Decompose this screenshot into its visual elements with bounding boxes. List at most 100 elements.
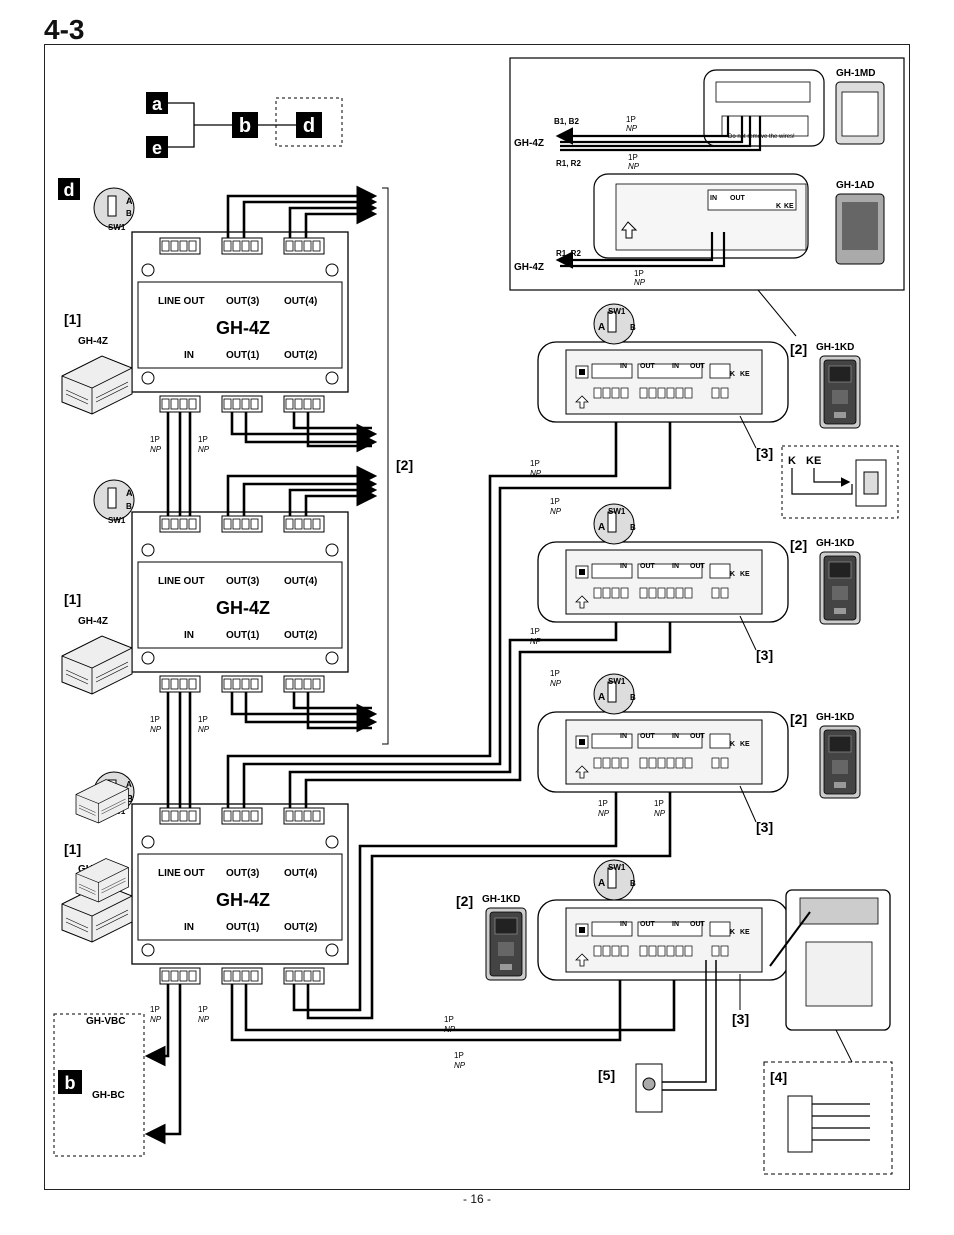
wire-1p: 1P (150, 715, 160, 724)
connector-detail-box (763, 1061, 893, 1175)
panel-out: OUT (690, 921, 706, 928)
wire-1p: 1P (454, 1051, 464, 1060)
wire-1p: 1P (198, 1005, 208, 1014)
panel-sw-b: B (630, 523, 636, 532)
master-out-label: OUT (730, 195, 746, 202)
master-in-label: IN (710, 195, 717, 202)
label-out2: OUT(2) (284, 630, 317, 641)
ke-label: KE (806, 455, 821, 467)
gh-1kd-label-4: GH-1KD (482, 894, 520, 905)
badge-d-label: d (303, 115, 315, 137)
wire-1p: 1P (550, 669, 560, 678)
label-in: IN (184, 350, 194, 361)
unit-model: GH-4Z (216, 598, 270, 618)
panel-in: IN (672, 363, 679, 370)
gh-vbc-label: GH-VBC (86, 1016, 125, 1027)
gh4z-unit-3: LINE OUT OUT(3) OUT(4) GH-4Z IN OUT(1) O… (131, 803, 349, 985)
panel-k: K (730, 929, 735, 936)
unit-model: GH-4Z (216, 890, 270, 910)
wire-np: NP (444, 1025, 456, 1034)
wire-1p: 1P (198, 715, 208, 724)
label-line-out: LINE OUT (158, 868, 205, 879)
badge-a-label: a (152, 94, 163, 114)
badge-d-section-label: d (64, 180, 75, 200)
sw1-a-3: A (126, 780, 132, 789)
panel-out: OUT (690, 563, 706, 570)
callout-3-b: [3] (756, 647, 773, 663)
wire-1p: 1P (654, 799, 664, 808)
wire-np: NP (598, 809, 610, 818)
wire-1p: 1P (530, 459, 540, 468)
panel-sw1: SW1 (608, 863, 626, 872)
wire-np: NP (198, 445, 210, 454)
panel-in: IN (672, 563, 679, 570)
panel-in: IN (672, 733, 679, 740)
label-line-out: LINE OUT (158, 576, 205, 587)
wire-1p: 1P (150, 435, 160, 444)
panel-k: K (730, 741, 735, 748)
sw1-label-1: SW1 (108, 223, 126, 232)
panel-ke: KE (740, 929, 750, 936)
callout-3-c: [3] (756, 819, 773, 835)
panel-in: IN (620, 363, 627, 370)
panel-sw-b: B (630, 879, 636, 888)
label-out2: OUT(2) (284, 922, 317, 933)
panel-sw-a: A (598, 878, 605, 889)
callout-4: [4] (770, 1069, 787, 1085)
master-gh4z-label-1: GH-4Z (514, 138, 544, 149)
panel-in: IN (620, 921, 627, 928)
wire-1p: 1P (550, 497, 560, 506)
panel-ke: KE (740, 571, 750, 578)
gh-1kd-label-3: GH-1KD (816, 712, 854, 723)
gh-1kd-label-2: GH-1KD (816, 538, 854, 549)
sw1-a-1: A (126, 196, 133, 206)
panel-sw-a: A (598, 692, 605, 703)
wire-np: NP (198, 1015, 210, 1024)
panel-out: OUT (640, 733, 656, 740)
sw1-b-2: B (126, 502, 132, 511)
label-out1: OUT(1) (226, 350, 259, 361)
page-title: 4-3 (44, 14, 85, 45)
k-label: K (788, 455, 796, 467)
wire-1p: 1P (598, 799, 608, 808)
badge-b-small-label: b (65, 1073, 76, 1093)
wire-np: NP (150, 445, 162, 454)
legend-block: a e b d (146, 92, 343, 158)
panel-sw-a: A (598, 522, 605, 533)
b1b2-label: B1, B2 (554, 117, 579, 126)
figure-frame (44, 44, 910, 1190)
gh-1md-label: GH-1MD (836, 68, 875, 79)
wire-np: NP (654, 809, 666, 818)
callout-1-a: [1] (64, 311, 81, 327)
callout-2-bracket: [2] (396, 457, 413, 473)
panel-sw1: SW1 (608, 677, 626, 686)
wire-np: NP (530, 469, 542, 478)
callout-2-kd2: [2] (790, 537, 807, 553)
callout-2-kd3: [2] (790, 711, 807, 727)
panel-sw-b: B (630, 693, 636, 702)
wires-unit3 (144, 410, 676, 1145)
badge-e-label: e (152, 138, 162, 158)
label-in: IN (184, 630, 194, 641)
panel-out: OUT (690, 733, 706, 740)
master-gh4z-label-2: GH-4Z (514, 262, 544, 273)
warning-text: Do not remove the wires! (728, 134, 795, 140)
label-out4: OUT(4) (284, 576, 317, 587)
badge-e (146, 136, 168, 158)
r1r2-label-1: R1, R2 (556, 159, 581, 168)
sw1-label-2: SW1 (108, 516, 126, 525)
callout-3-a: [3] (756, 445, 773, 461)
panel-in: IN (620, 733, 627, 740)
badge-b-small (58, 1070, 82, 1094)
panel-k: K (730, 571, 735, 578)
label-out1: OUT(1) (226, 922, 259, 933)
mini-gh4z-label-2: GH-4Z (78, 616, 108, 627)
gh-1ad-label: GH-1AD (836, 180, 874, 191)
sw1-b-3: B (126, 794, 133, 805)
panel-out: OUT (640, 921, 656, 928)
panel-sw1: SW1 (608, 307, 626, 316)
wire-np: NP (550, 679, 562, 688)
page-number: - 16 - (462, 1192, 491, 1206)
gh-bc-label: GH-BC (92, 1090, 125, 1101)
